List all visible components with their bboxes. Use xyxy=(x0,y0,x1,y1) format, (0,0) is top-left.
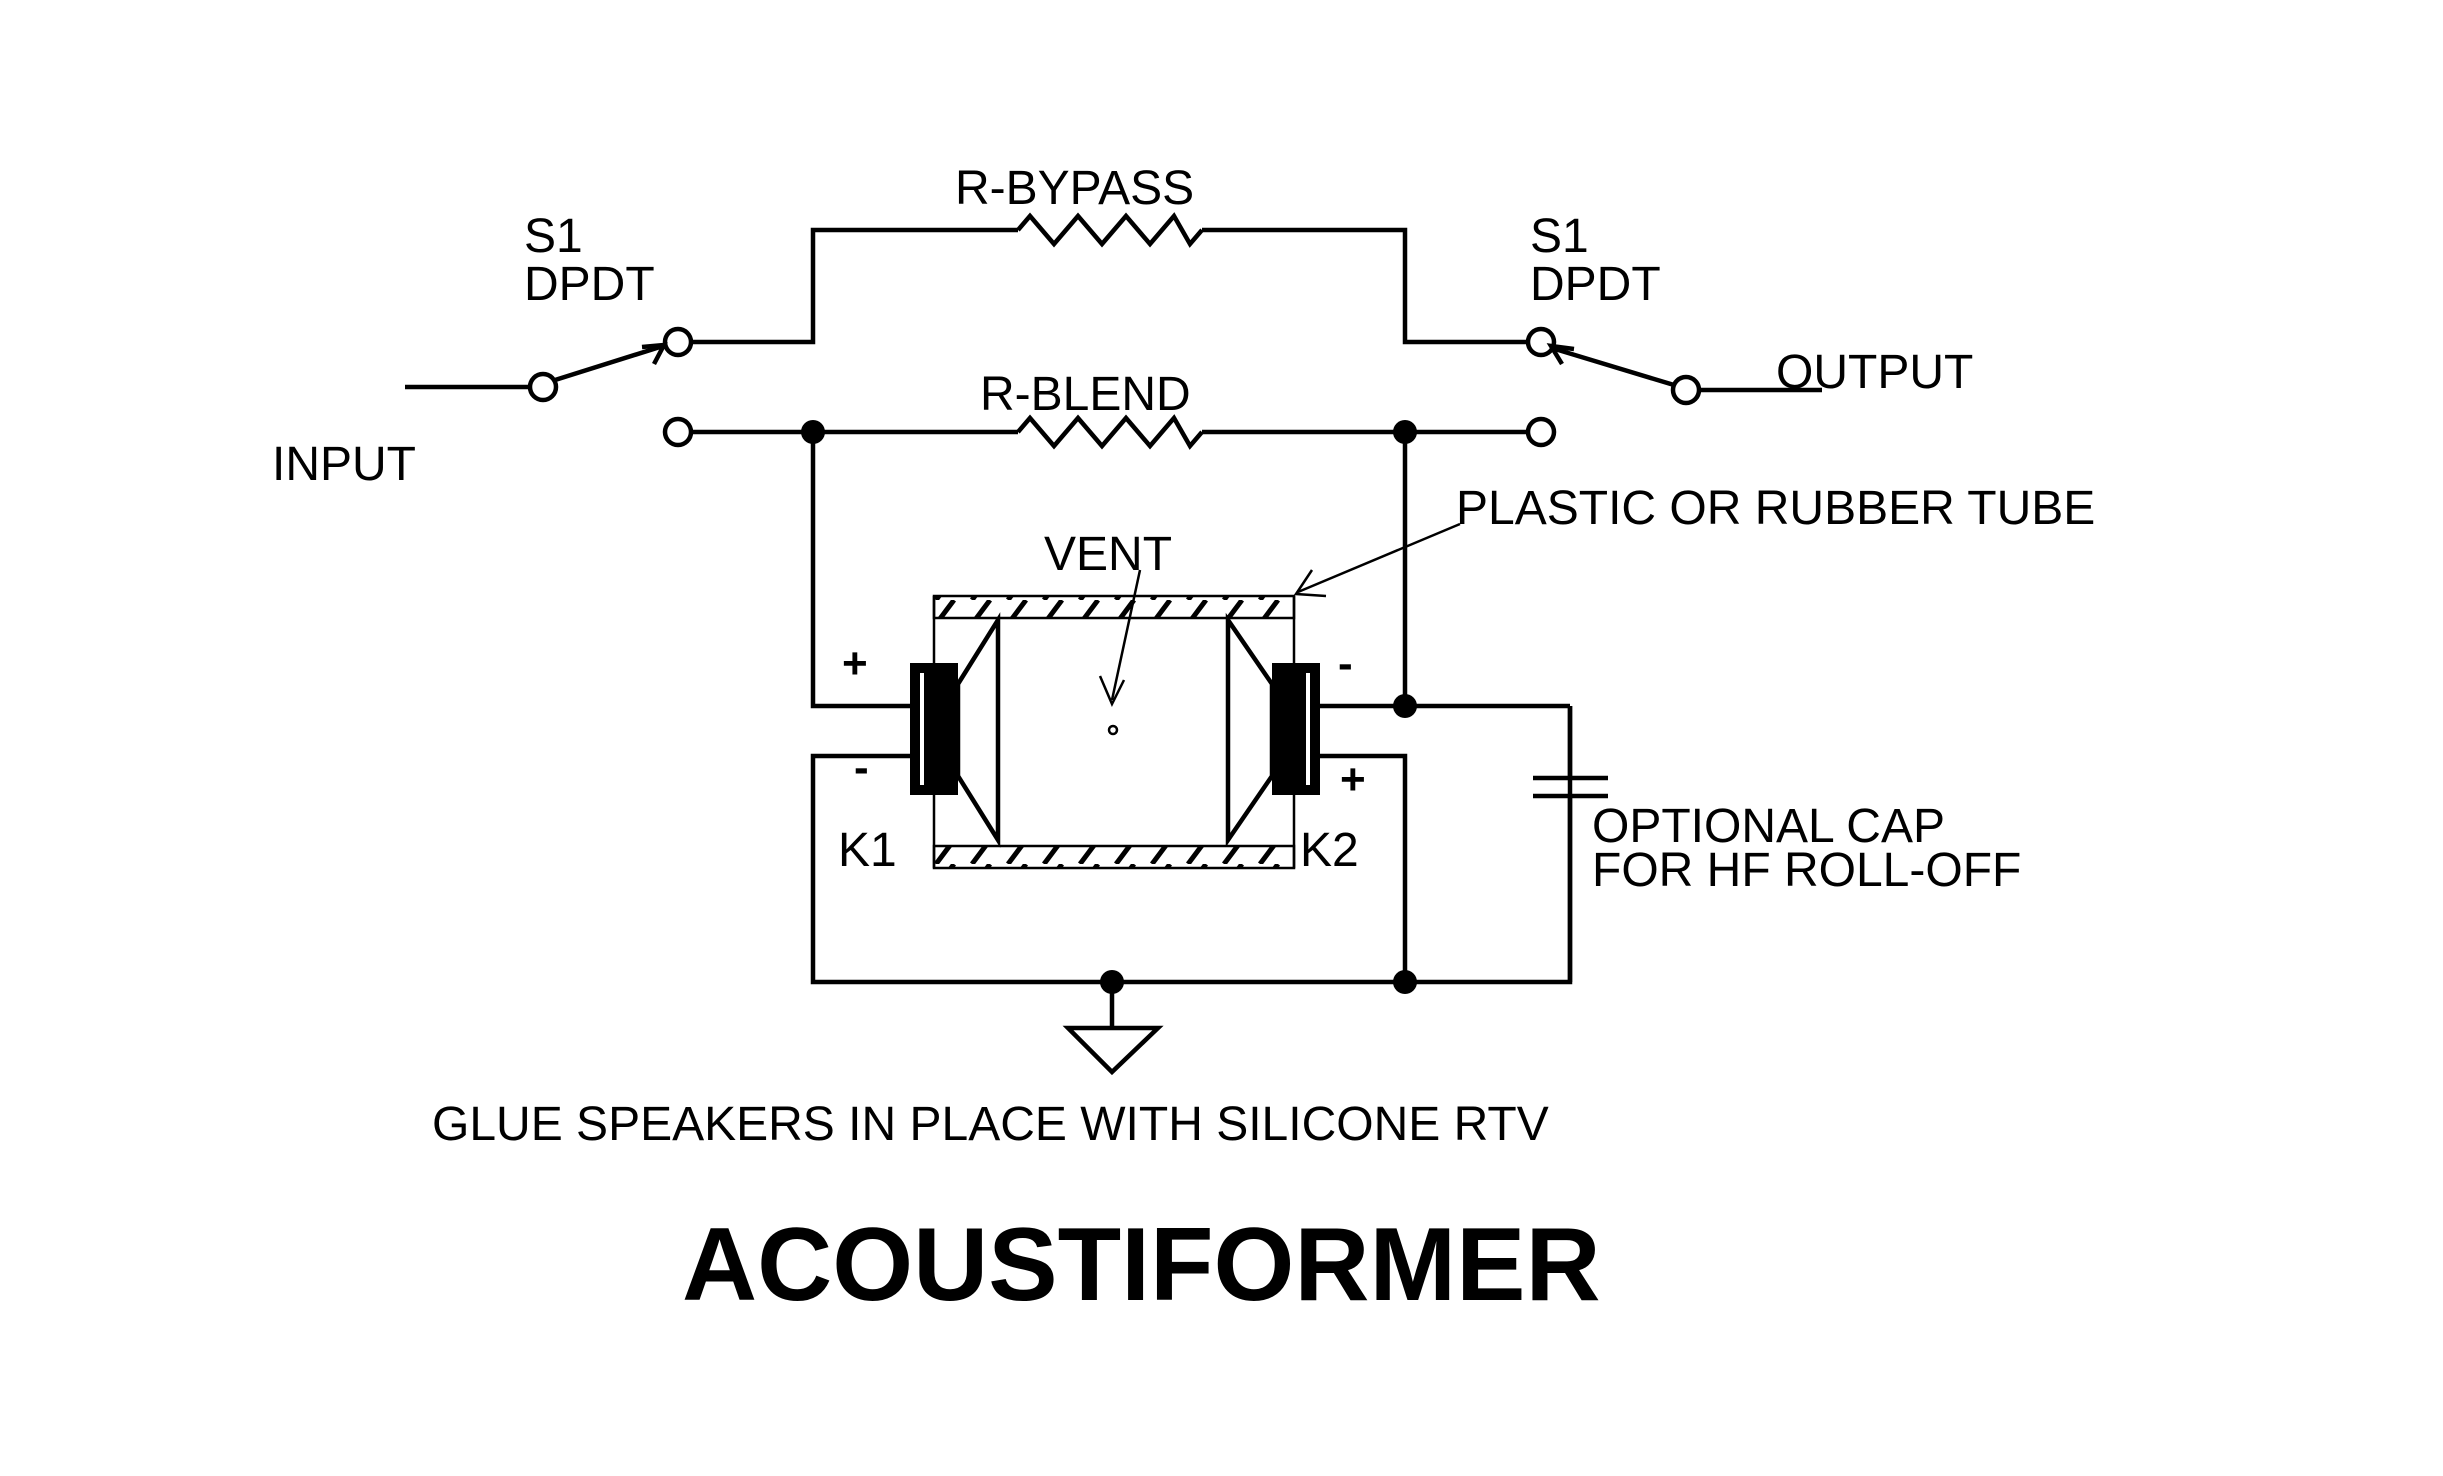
switch-right-type: DPDT xyxy=(1530,258,1661,311)
k2-label: K2 xyxy=(1300,824,1359,877)
cap-label-line2: FOR HF ROLL-OFF xyxy=(1592,844,2021,897)
ground-symbol xyxy=(1062,982,1164,1076)
switch-left xyxy=(527,326,694,448)
output-label: OUTPUT xyxy=(1776,346,1973,399)
junction-node-right-mid xyxy=(1393,694,1417,718)
r-blend-resistor xyxy=(1016,414,1204,450)
switch-left-name: S1 xyxy=(524,210,583,263)
diagram-title: ACOUSTIFORMER xyxy=(682,1207,1601,1323)
optional-capacitor xyxy=(1533,706,1608,982)
cap-label-line1: OPTIONAL CAP xyxy=(1592,800,1945,853)
tube-arrow xyxy=(1293,522,1461,598)
vent-label: VENT xyxy=(1044,528,1172,581)
input-label: INPUT xyxy=(272,438,416,491)
k1-minus-label: - xyxy=(854,743,869,792)
k2-minus-label: - xyxy=(1338,639,1353,688)
switch-left-type: DPDT xyxy=(524,258,655,311)
note-label: GLUE SPEAKERS IN PLACE WITH SILICONE RTV xyxy=(432,1098,1549,1151)
vent-arrow xyxy=(1098,569,1142,736)
k1-label: K1 xyxy=(838,824,897,877)
k1-plus-label: + xyxy=(842,639,868,688)
k2-plus-label: + xyxy=(1340,755,1366,804)
r-blend-label: R-BLEND xyxy=(980,368,1191,421)
switch-right xyxy=(1525,326,1702,448)
speaker-k2 xyxy=(1225,612,1320,848)
bypass-wire xyxy=(691,227,1528,345)
r-bypass-resistor xyxy=(1016,212,1204,248)
junction-node-right-bottom xyxy=(1393,970,1417,994)
speaker-k1 xyxy=(910,612,1001,848)
tube-enclosure xyxy=(932,594,1296,870)
tube-label: PLASTIC OR RUBBER TUBE xyxy=(1456,482,2095,535)
switch-right-name: S1 xyxy=(1530,210,1589,263)
r-bypass-label: R-BYPASS xyxy=(955,162,1194,215)
